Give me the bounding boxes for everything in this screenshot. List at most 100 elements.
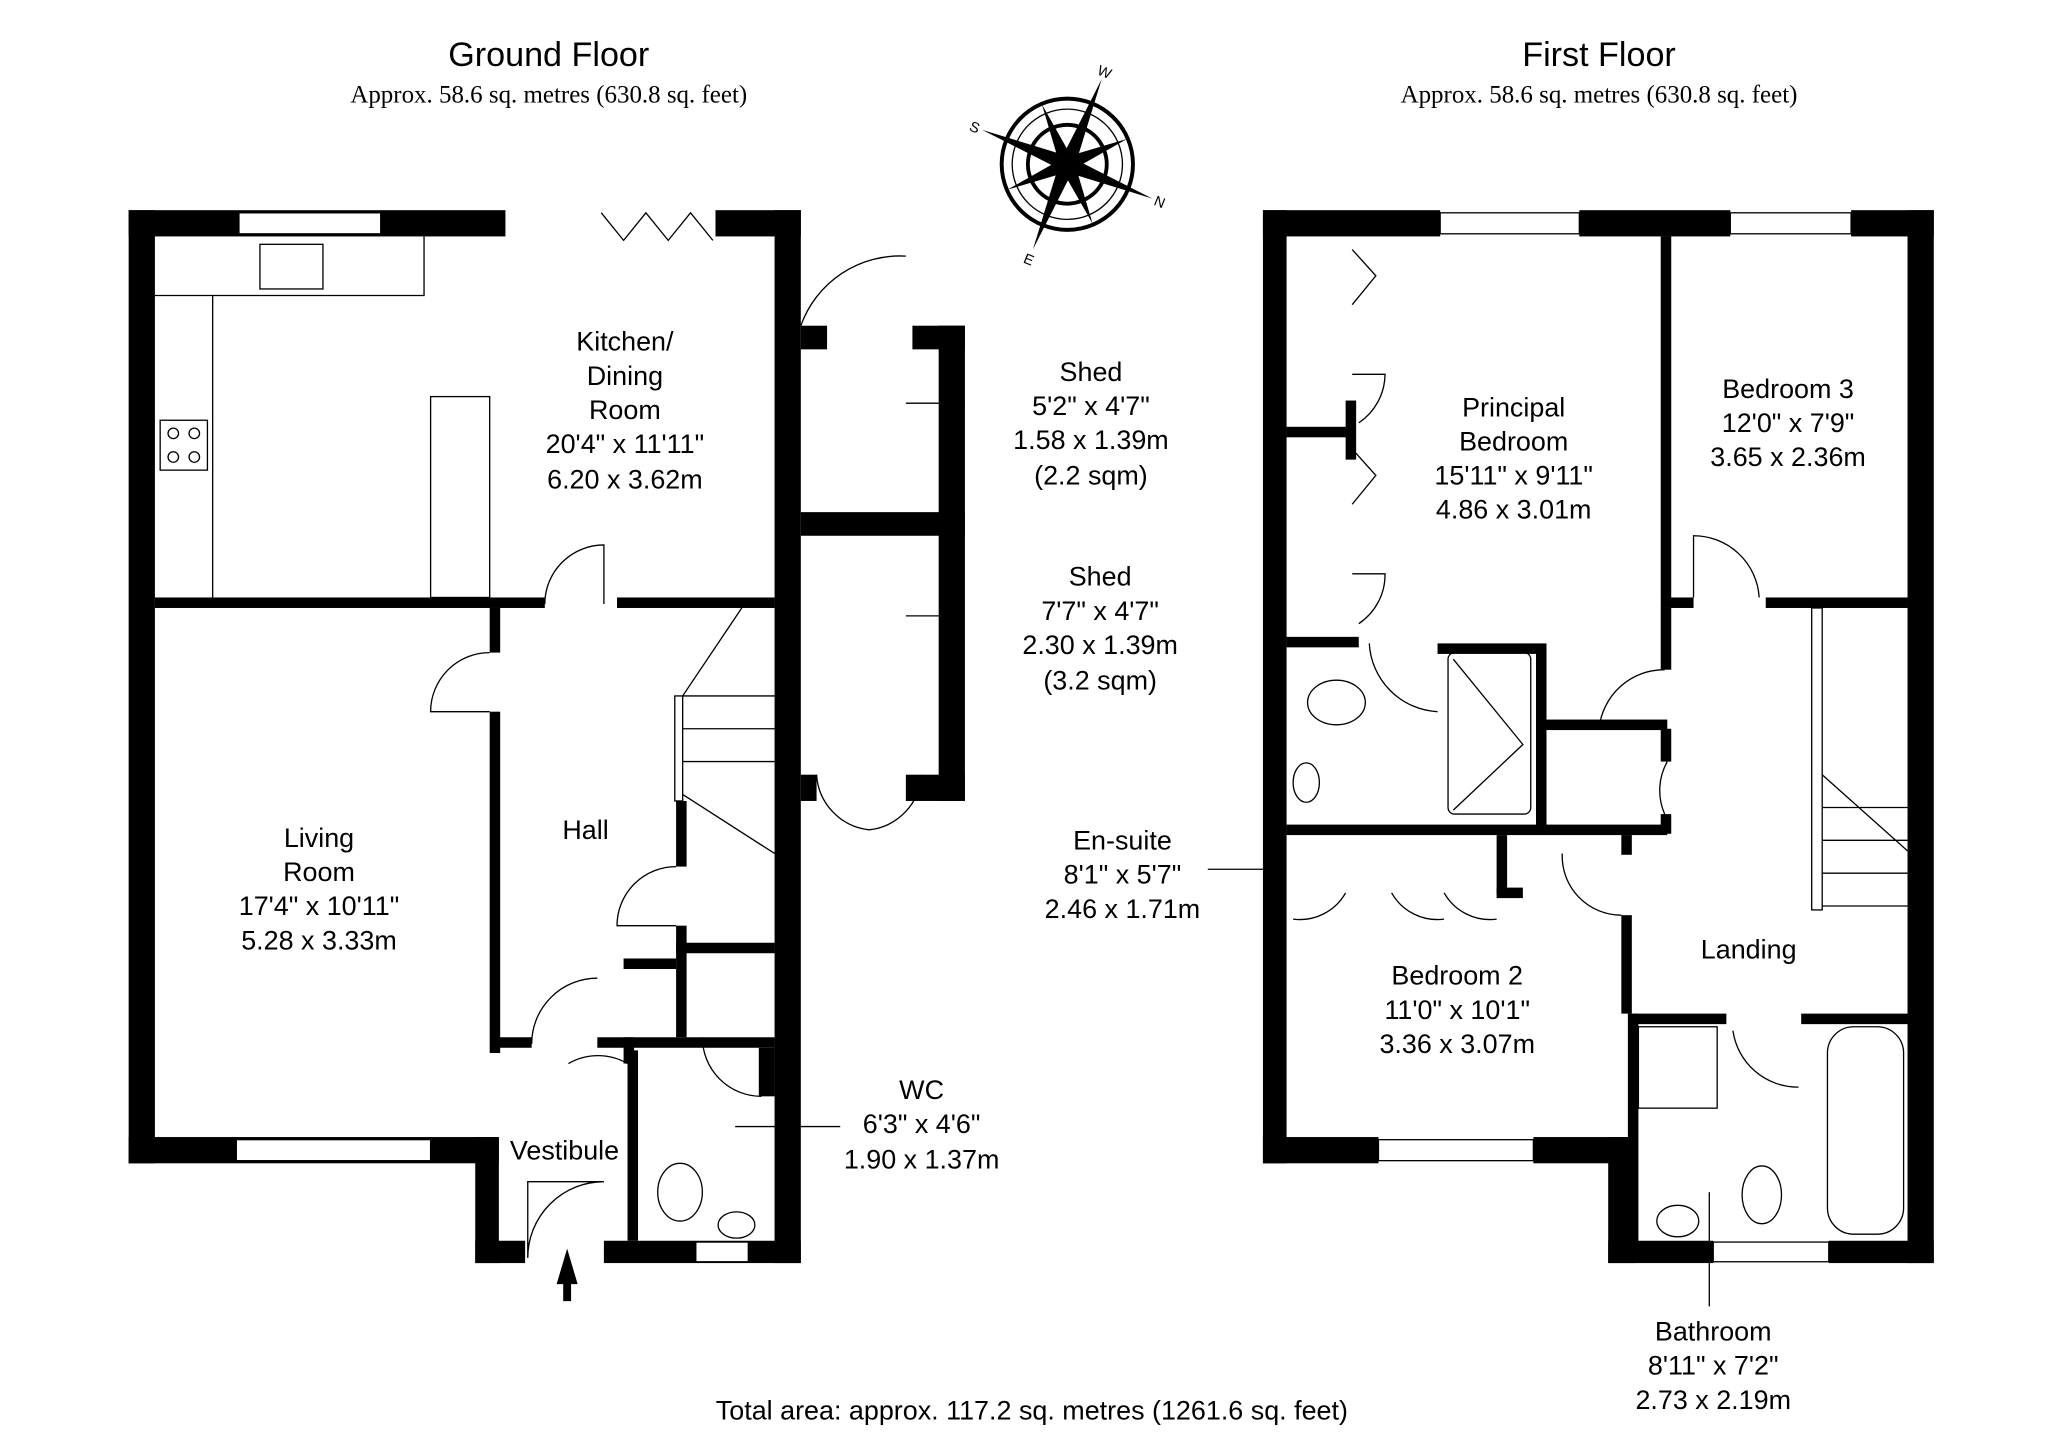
door-swing: [544, 544, 605, 605]
room-metric: 4.86 x 3.01m: [1436, 495, 1592, 525]
toilet-icon: [657, 1162, 704, 1222]
wall: [1579, 210, 1731, 237]
room-metric: 2.30 x 1.39m: [1022, 630, 1178, 660]
room-sqm: (3.2 sqm): [1043, 665, 1157, 695]
kitchen-worktop: [154, 236, 425, 297]
wardrobe-door: [1351, 448, 1377, 505]
room-metric: 5.28 x 3.33m: [241, 925, 397, 955]
room-en-suite: En-suite 8'1" x 5'7" 2.46 x 1.71m: [1045, 826, 1201, 924]
room-principal-bedroom: Principal Bedroom 15'11" x 9'11" 4.86 x …: [1434, 392, 1593, 524]
room-name: Kitchen/: [576, 327, 674, 357]
room-imperial: 15'11" x 9'11": [1434, 461, 1593, 491]
walls: [128, 210, 1934, 1264]
wall: [1536, 643, 1547, 828]
stairs: [1821, 774, 1908, 907]
wall: [676, 925, 687, 1038]
shed-double-door: [815, 774, 923, 831]
wall: [1496, 835, 1508, 895]
ground-floor-title: Ground Floor: [448, 36, 649, 74]
wall: [498, 1037, 532, 1048]
room-name: Bedroom 3: [1722, 374, 1854, 404]
basin-icon: [717, 1211, 756, 1239]
entrance-door: [527, 1181, 604, 1258]
wall: [475, 1240, 526, 1264]
shower-icon: [1637, 1026, 1718, 1109]
wall: [1631, 1013, 1727, 1025]
door-swing: [531, 977, 598, 1044]
compass-rose: W N E S: [967, 63, 1168, 270]
room-imperial: 17'4" x 10'11": [239, 891, 400, 921]
window: [235, 1139, 432, 1162]
room-metric: 1.90 x 1.37m: [844, 1145, 1000, 1175]
window: [1729, 212, 1852, 235]
room-imperial: 6'3" x 4'6": [863, 1109, 981, 1139]
room-bedroom-3: Bedroom 3 12'0" x 7'9" 3.65 x 2.36m: [1710, 374, 1866, 472]
room-name: Principal: [1462, 392, 1565, 422]
wall: [1536, 719, 1668, 731]
shower-tray-icon: [1447, 651, 1532, 815]
toilet-icon: [1741, 1165, 1783, 1225]
bath-icon: [1826, 1026, 1905, 1235]
wardrobe-door: [1351, 249, 1377, 306]
compass-w: W: [1095, 63, 1114, 83]
wall: [597, 1037, 775, 1048]
wall: [154, 597, 545, 608]
room-bathroom: Bathroom 8'11" x 7'2" 2.73 x 2.19m: [1635, 1317, 1791, 1415]
compass-e: E: [1021, 251, 1036, 270]
wall: [627, 1050, 639, 1241]
room-imperial: 20'4" x 11'11": [546, 429, 705, 459]
wall: [800, 325, 828, 350]
wall: [1660, 597, 1694, 608]
wall: [938, 325, 965, 801]
wall: [1262, 210, 1441, 237]
toilet-icon: [1306, 679, 1366, 726]
door-swing: [1561, 853, 1622, 916]
wall: [676, 942, 775, 954]
wall: [800, 512, 965, 536]
wall: [489, 607, 501, 653]
wall: [1660, 728, 1672, 762]
door-swing: [1692, 535, 1760, 598]
room-name: Room: [589, 395, 661, 425]
wall: [1286, 636, 1359, 648]
room-imperial: 8'11" x 7'2": [1648, 1351, 1779, 1381]
compass-n: N: [1152, 193, 1168, 212]
wall: [623, 958, 677, 969]
wall: [475, 1137, 499, 1264]
wall: [1801, 1013, 1908, 1025]
room-name: Shed: [1069, 562, 1132, 592]
entrance-arrow-icon: [556, 1248, 578, 1302]
wall: [774, 210, 801, 1264]
room-metric: 2.73 x 2.19m: [1635, 1385, 1791, 1415]
door-swing: [1368, 643, 1438, 713]
wall: [1496, 887, 1523, 899]
compass-s: S: [967, 119, 982, 137]
wall: [1345, 400, 1357, 460]
ground-floor-area: Approx. 58.6 sq. metres (630.8 sq. feet): [350, 82, 747, 109]
room-imperial: 8'1" x 5'7": [1064, 860, 1182, 890]
room-vestibule: Vestibule: [510, 1135, 619, 1165]
room-bedroom-2: Bedroom 2 11'0" x 10'1" 3.36 x 3.07m: [1379, 961, 1535, 1059]
wall: [800, 774, 817, 801]
stair-rail: [1811, 607, 1823, 911]
door-swing: [429, 651, 490, 713]
window: [1377, 1139, 1535, 1162]
door-swing: [1732, 1030, 1799, 1088]
wall: [1765, 597, 1908, 608]
wall: [1262, 1137, 1379, 1164]
stair-rail: [674, 695, 684, 802]
room-imperial: 11'0" x 10'1": [1384, 995, 1530, 1025]
basin-icon: [1656, 1204, 1700, 1238]
wall: [1437, 643, 1536, 654]
room-imperial: 7'7" x 4'7": [1041, 596, 1159, 626]
window: [238, 212, 382, 235]
room-hall: Hall: [562, 815, 608, 845]
window: [1712, 1241, 1830, 1263]
wall: [489, 711, 501, 1054]
room-imperial: 12'0" x 7'9": [1722, 408, 1855, 438]
room-name: Room: [283, 857, 355, 887]
room-metric: 1.58 x 1.39m: [1013, 425, 1169, 455]
windows: [235, 212, 1852, 1263]
sink-icon: [259, 243, 324, 290]
